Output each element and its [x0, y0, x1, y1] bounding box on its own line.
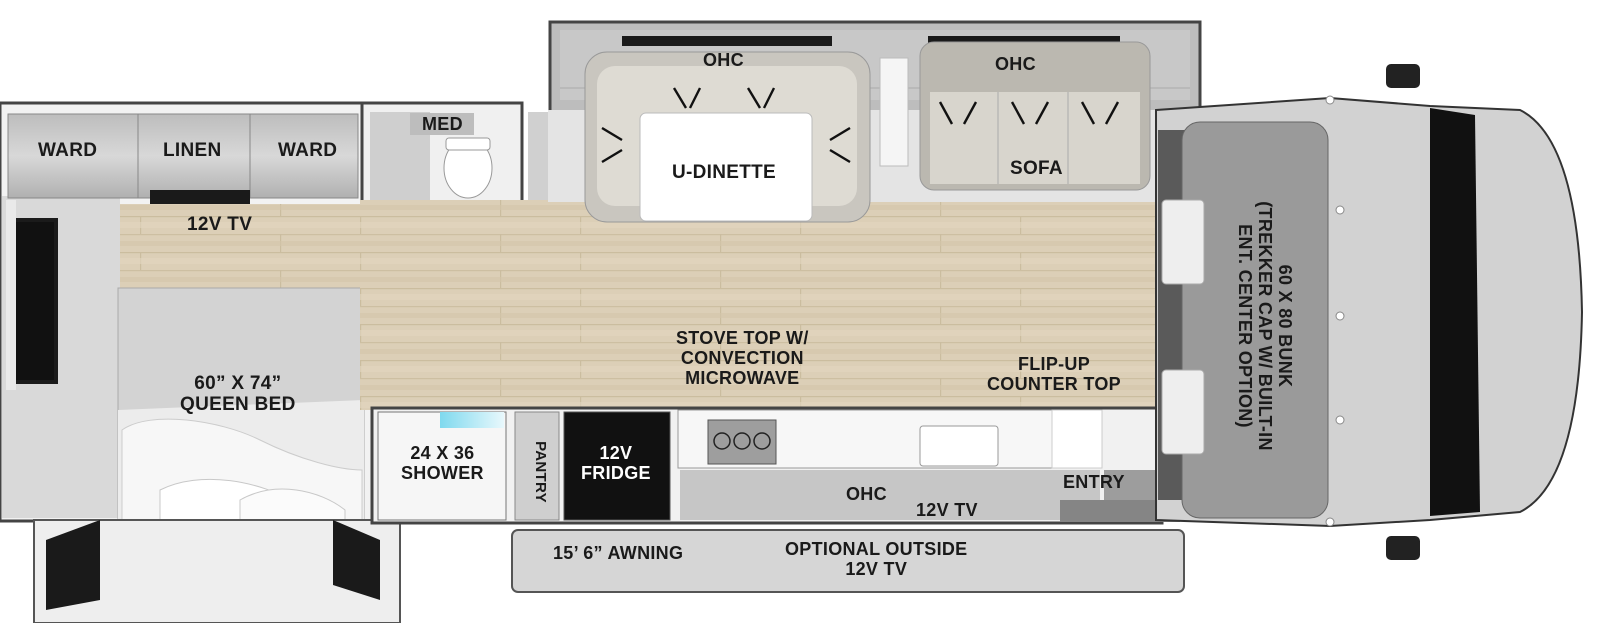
bunk-label: 60 X 80 BUNK (TREKKER CAP W/ BUILT-IN EN…: [1234, 201, 1295, 451]
med-label: MED: [422, 114, 463, 134]
sofa: [919, 41, 1151, 191]
entry-label: ENTRY: [1063, 472, 1125, 492]
sofa-label: SOFA: [1010, 158, 1063, 179]
ohc-galley-label: OHC: [846, 484, 887, 504]
flipup-counter-label: FLIP-UP COUNTER TOP: [987, 354, 1121, 395]
ohc-sofa-label: OHC: [995, 54, 1036, 74]
outside-tv-label: OPTIONAL OUTSIDE 12V TV: [785, 539, 968, 580]
u-dinette: [584, 51, 871, 223]
shower-label: 24 X 36 SHOWER: [401, 443, 484, 484]
galley: [370, 406, 1194, 525]
side-table: [879, 57, 909, 167]
ward-left-label: WARD: [38, 140, 98, 161]
pantry-label: PANTRY: [532, 441, 549, 503]
cab: [1155, 64, 1584, 560]
linen-label: LINEN: [163, 140, 222, 161]
awning: [511, 529, 1185, 593]
queen-bed: [117, 287, 365, 566]
ward-right-label: WARD: [278, 140, 338, 161]
bedroom-tv-label: 12V TV: [187, 214, 253, 235]
u-dinette-label: U-DINETTE: [672, 162, 777, 183]
bedroom-slide: [33, 519, 401, 623]
awning-label: 15’ 6” AWNING: [553, 543, 684, 563]
queen-bed-label: 60” X 74” QUEEN BED: [180, 373, 296, 416]
galley-tv-label: 12V TV: [916, 500, 978, 520]
bedroom-floor: [120, 204, 360, 290]
fridge-label: 12V FRIDGE: [581, 443, 651, 484]
ohc-dinette-label: OHC: [703, 50, 744, 70]
wardrobe-cabinets: [7, 113, 359, 204]
stove-label: STOVE TOP W/ CONVECTION MICROWAVE: [676, 328, 809, 389]
